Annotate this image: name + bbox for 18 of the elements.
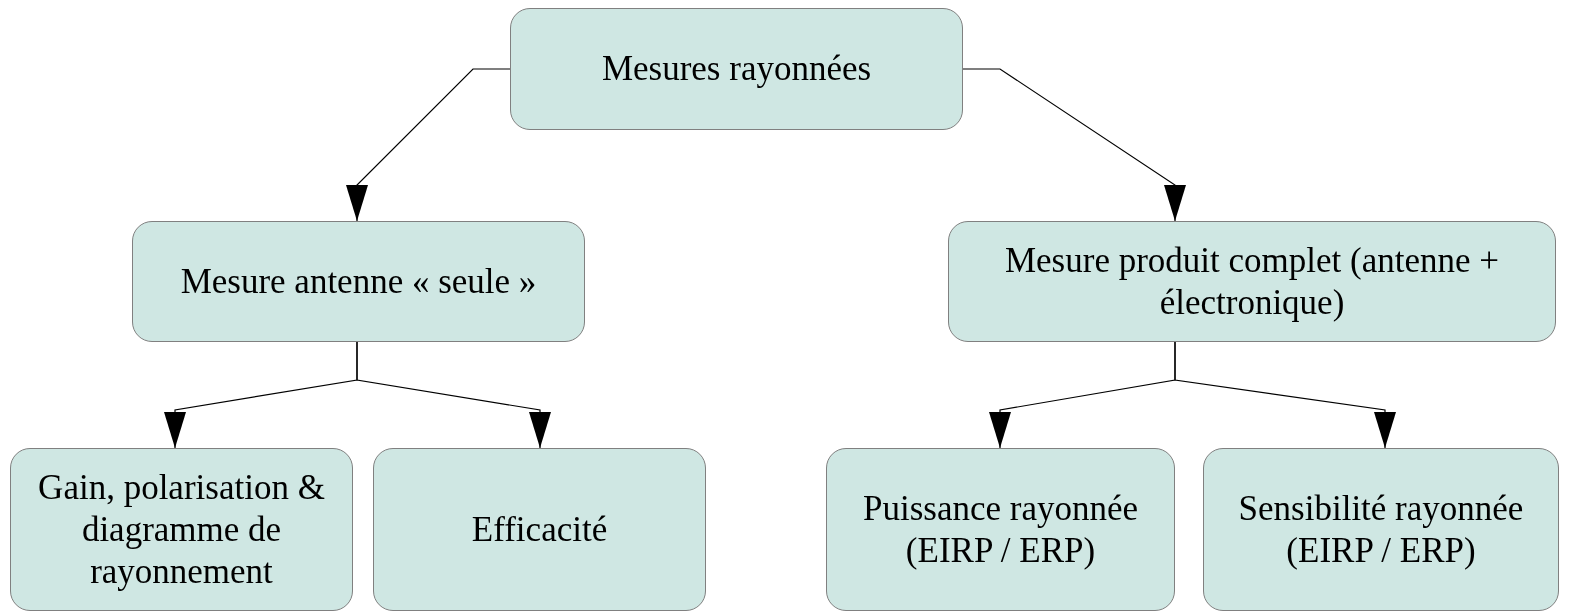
process-box: [373, 448, 706, 611]
process-box: [826, 448, 1175, 611]
box-label: Efficacité: [471, 508, 608, 551]
box-label: Puissance rayonnée (EIRP / ERP): [861, 487, 1139, 572]
box-label: Mesures rayonnées: [601, 48, 872, 90]
arrow: [962, 68, 1186, 222]
arrow: [1174, 341, 1396, 449]
box-label: Gain, polarisation & diagramme de rayonnement: [37, 466, 326, 593]
arrow: [356, 341, 551, 449]
process-box: [948, 221, 1556, 342]
box-label: Sensibilité rayonnée (EIRP / ERP): [1237, 487, 1525, 572]
process-box: [132, 221, 585, 342]
process-box: [10, 448, 353, 611]
box-label: Mesure produit complet (antenne + électronique): [1003, 239, 1500, 324]
box-label: Mesure antenne « seule »: [180, 260, 537, 303]
process-box: [1203, 448, 1559, 611]
arrow: [346, 68, 511, 222]
process-box: [510, 8, 963, 130]
